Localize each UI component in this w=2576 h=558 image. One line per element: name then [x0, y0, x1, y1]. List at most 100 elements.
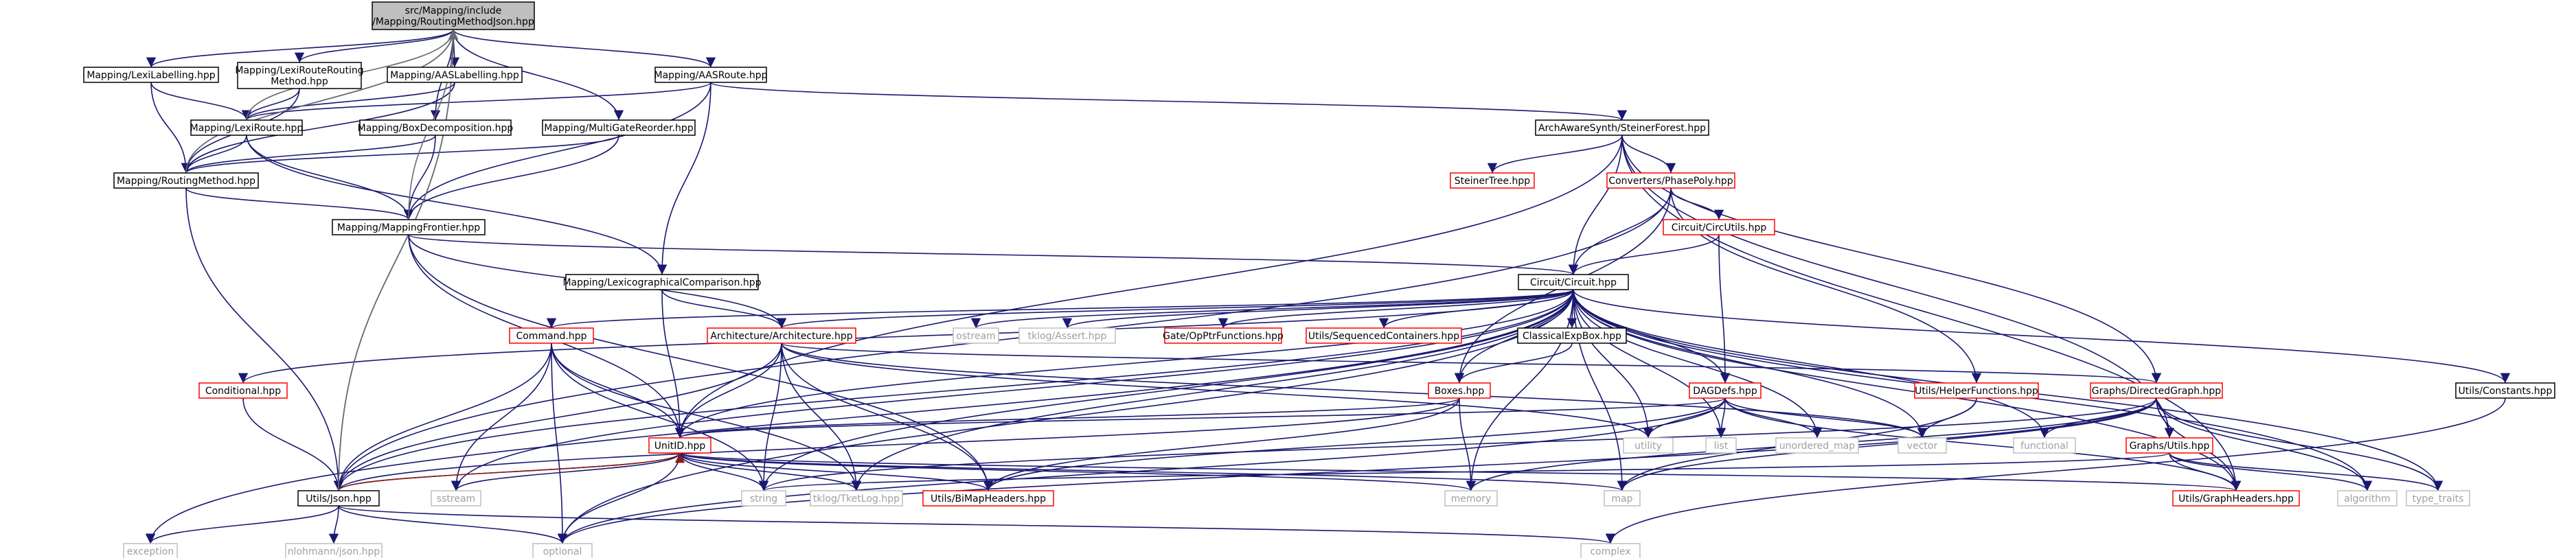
edge-unitid-to-map	[679, 452, 1627, 491]
edge-command-to-string	[551, 342, 769, 491]
node-aaslab[interactable]: Mapping/AASLabelling.hpp	[387, 67, 523, 83]
node-box	[113, 172, 259, 189]
node-lexcomp[interactable]: Mapping/LexicographicalComparison.hpp	[562, 274, 762, 290]
node-box	[1018, 327, 1116, 344]
edge-phasepoly-to-utilsjson	[333, 187, 1672, 491]
node-box	[2013, 437, 2076, 454]
node-functional: functional	[2013, 437, 2076, 454]
node-aasroute[interactable]: Mapping/AASRoute.hpp	[654, 67, 768, 83]
node-label: type_traits	[2413, 493, 2464, 504]
node-box	[532, 543, 593, 558]
node-label: sstream	[437, 493, 475, 504]
edge-aaslab-to-routingmethod	[181, 82, 455, 174]
node-vector: vector	[1897, 437, 1947, 454]
node-phasepoly[interactable]: Converters/PhasePoly.hpp	[1606, 172, 1735, 189]
node-circutils[interactable]: Circuit/CircUtils.hpp	[1663, 219, 1775, 235]
edge-circuit-to-memory	[1466, 289, 1574, 491]
node-box	[190, 119, 303, 136]
node-box	[1606, 172, 1735, 189]
node-label: list	[1714, 441, 1729, 452]
node-complex: complex	[1580, 543, 1641, 558]
node-classicalexp[interactable]: ClassicalExpBox.hpp	[1517, 327, 1627, 344]
edge-phasepoly-to-circutils	[1670, 187, 1724, 220]
node-gateop[interactable]: Gate/OpPtrFunctions.hpp	[1163, 327, 1284, 344]
node-memory: memory	[1444, 490, 1498, 507]
edge-directedgraph-to-type_traits	[2156, 397, 2443, 491]
edge-circuit-to-command	[547, 289, 1574, 329]
edge-steinerforest-to-graphutils	[1621, 135, 2175, 439]
node-box	[237, 62, 362, 89]
node-lexilab[interactable]: Mapping/LexiLabelling.hpp	[83, 67, 219, 83]
node-steinerforest[interactable]: ArchAwareSynth/SteinerForest.hpp	[1535, 119, 1709, 136]
node-algorithm: algorithm	[2337, 490, 2397, 507]
node-seqcont[interactable]: Utils/SequencedContainers.hpp	[1306, 327, 1462, 344]
node-label: optional	[543, 546, 582, 557]
node-circuit[interactable]: Circuit/Circuit.hpp	[1518, 274, 1629, 290]
node-constants[interactable]: Utils/Constants.hpp	[2455, 382, 2555, 399]
node-label: unordered_map	[1779, 441, 1855, 452]
node-box	[2337, 490, 2397, 507]
node-label: DAGDefs.hpp	[1693, 386, 1757, 397]
node-label: nlohmann/json.hpp	[288, 546, 380, 557]
node-label: Mapping/LexiRouteRouting	[235, 65, 363, 76]
edge-directedgraph-to-functional	[2039, 397, 2157, 439]
node-box	[1518, 274, 1629, 290]
node-mappingfrontier[interactable]: Mapping/MappingFrontier.hpp	[332, 219, 486, 235]
node-box	[1897, 437, 1947, 454]
node-boxdec[interactable]: Mapping/BoxDecomposition.hpp	[358, 119, 514, 136]
edge-dagdefs-to-vector	[1724, 397, 1928, 439]
node-dagdefs[interactable]: DAGDefs.hpp	[1689, 382, 1762, 399]
node-label: Circuit/Circuit.hpp	[1530, 277, 1617, 288]
edge-utilsjson-to-root	[338, 29, 459, 491]
node-multigate[interactable]: Mapping/MultiGateReorder.hpp	[542, 119, 696, 136]
node-conditional[interactable]: Conditional.hpp	[198, 382, 288, 399]
node-routingmethod[interactable]: Mapping/RoutingMethod.hpp	[113, 172, 259, 189]
edge-boxes-to-unitid	[675, 397, 1460, 439]
edge-circuit-to-list	[1573, 289, 1726, 439]
node-command[interactable]: Command.hpp	[509, 327, 594, 344]
edge-aasroute-to-mappingfrontier	[403, 82, 711, 220]
edge-aasroute-to-steinerforest	[710, 82, 1627, 121]
node-optional: optional	[532, 543, 593, 558]
node-string: string	[741, 490, 786, 507]
node-label: Mapping/BoxDecomposition.hpp	[358, 123, 514, 134]
node-label: Conditional.hpp	[205, 386, 281, 397]
edge-utilsjson-to-optional	[338, 505, 568, 544]
node-helperfunctions[interactable]: Utils/HelperFunctions.hpp	[1914, 382, 2039, 399]
node-boxes[interactable]: Boxes.hpp	[1428, 382, 1491, 399]
node-label: memory	[1451, 493, 1492, 504]
node-architecture[interactable]: Architecture/Architecture.hpp	[707, 327, 856, 344]
node-unitid[interactable]: UnitID.hpp	[648, 437, 711, 454]
edge-conditional-to-utilsjson	[242, 397, 344, 491]
edge-command-to-utilsjson	[333, 342, 552, 491]
node-box	[1450, 172, 1535, 189]
edge-command-to-tketlog	[551, 342, 862, 491]
node-root[interactable]: src/Mapping/include/Mapping/RoutingMetho…	[372, 1, 535, 30]
node-directedgraph[interactable]: Graphs/DirectedGraph.hpp	[2090, 382, 2223, 399]
node-box	[1580, 543, 1641, 558]
edge-directedgraph-to-algorithm	[2156, 397, 2373, 491]
node-unordered_map: unordered_map	[1775, 437, 1859, 454]
node-box	[565, 274, 759, 290]
node-lexiroute[interactable]: Mapping/LexiRoute.hpp	[190, 119, 304, 136]
node-box	[542, 119, 696, 136]
edge-utilsjson-to-complex	[338, 505, 1615, 544]
node-graphheaders[interactable]: Utils/GraphHeaders.hpp	[2172, 490, 2300, 507]
node-box	[359, 119, 512, 136]
node-steinertree[interactable]: SteinerTree.hpp	[1450, 172, 1535, 189]
node-label: Method.hpp	[271, 76, 328, 87]
node-bimap[interactable]: Utils/BiMapHeaders.hpp	[922, 490, 1054, 507]
node-label: Mapping/AASRoute.hpp	[654, 70, 768, 81]
node-label: Utils/BiMapHeaders.hpp	[931, 493, 1046, 504]
edge-routingmethod-to-root	[185, 29, 459, 174]
node-label: Converters/PhasePoly.hpp	[1608, 176, 1733, 187]
node-box	[810, 490, 903, 507]
edge-unitid-to-graphheaders	[679, 452, 2240, 491]
edge-circuit-to-unitid	[674, 289, 1574, 439]
nodes-layer: src/Mapping/include/Mapping/RoutingMetho…	[83, 1, 2555, 558]
edge-steinerforest-to-circuit	[1568, 135, 1623, 275]
node-graphutils[interactable]: Graphs/Utils.hpp	[2125, 437, 2213, 454]
node-utilsjson[interactable]: Utils/Json.hpp	[297, 490, 380, 507]
node-box	[285, 543, 383, 558]
